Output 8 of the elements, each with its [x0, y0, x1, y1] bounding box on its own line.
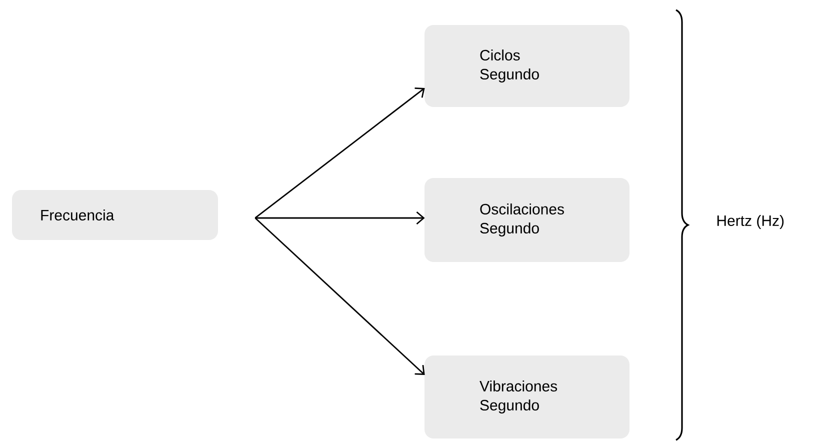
unit-label: Hertz (Hz) — [717, 215, 784, 229]
arrow — [254, 217, 425, 375]
text-box: Frecuencia — [12, 190, 218, 240]
text-box: Ciclos Segundo — [424, 25, 630, 107]
text-box: Vibraciones Segundo — [424, 355, 630, 438]
arrow — [254, 87, 425, 219]
arrow — [255, 211, 425, 225]
text-box: Oscilaciones Segundo — [424, 178, 630, 262]
